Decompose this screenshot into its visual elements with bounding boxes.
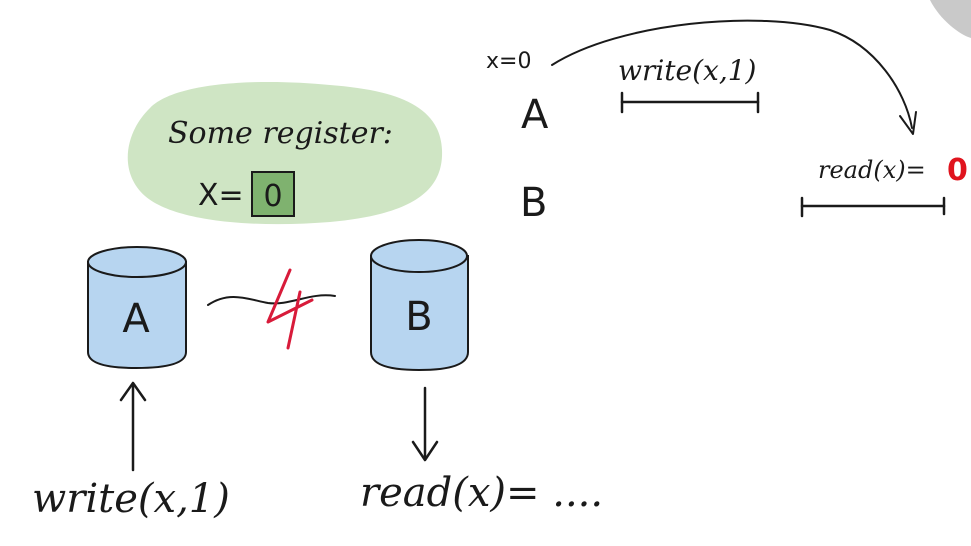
node-b-top: [370, 239, 468, 273]
network-link: [207, 268, 336, 350]
register-value: 0: [263, 179, 282, 214]
timeline-row-b: B: [520, 180, 547, 226]
read-arrow-head: [411, 440, 439, 462]
node-a-label: A: [122, 296, 150, 342]
node-b-cylinder: B: [370, 239, 469, 372]
timeline-read-result: 0: [947, 153, 968, 188]
timeline-read-op-label: read(x)=: [818, 156, 926, 184]
timeline-write-op-label: write(x,1): [618, 54, 756, 87]
timeline-initial-value: x=0: [486, 49, 531, 74]
initial-value-arrowhead: [899, 111, 917, 135]
initial-value-arrow: [551, 19, 913, 129]
client-read-arrow: [411, 386, 439, 462]
client-write-arrow: [119, 381, 147, 472]
partition-mark: [266, 268, 314, 350]
client-write-label: write(x,1): [32, 476, 230, 522]
register-var-label: X=: [198, 178, 244, 213]
register-blob: [127, 81, 443, 225]
node-b-label: B: [405, 294, 432, 340]
timeline: x=0 A B write(x,1) read(x)= 0: [486, 19, 968, 226]
node-b-body: [370, 255, 469, 372]
corner-shadow: [930, 0, 971, 38]
register-caption: Some register:: [168, 116, 393, 151]
write-interval: [620, 91, 760, 114]
network-link-line: [207, 294, 336, 306]
node-a-body: [87, 261, 187, 370]
timeline-row-a: A: [521, 92, 549, 138]
register-value-box: [251, 171, 295, 217]
client-read-label: read(x)= ....: [360, 470, 603, 516]
node-a-cylinder: A: [87, 246, 187, 370]
write-arrow-head: [119, 381, 147, 402]
register-bubble: Some register: X= 0: [127, 81, 443, 225]
read-interval: [800, 196, 946, 218]
node-a-top: [87, 246, 187, 278]
